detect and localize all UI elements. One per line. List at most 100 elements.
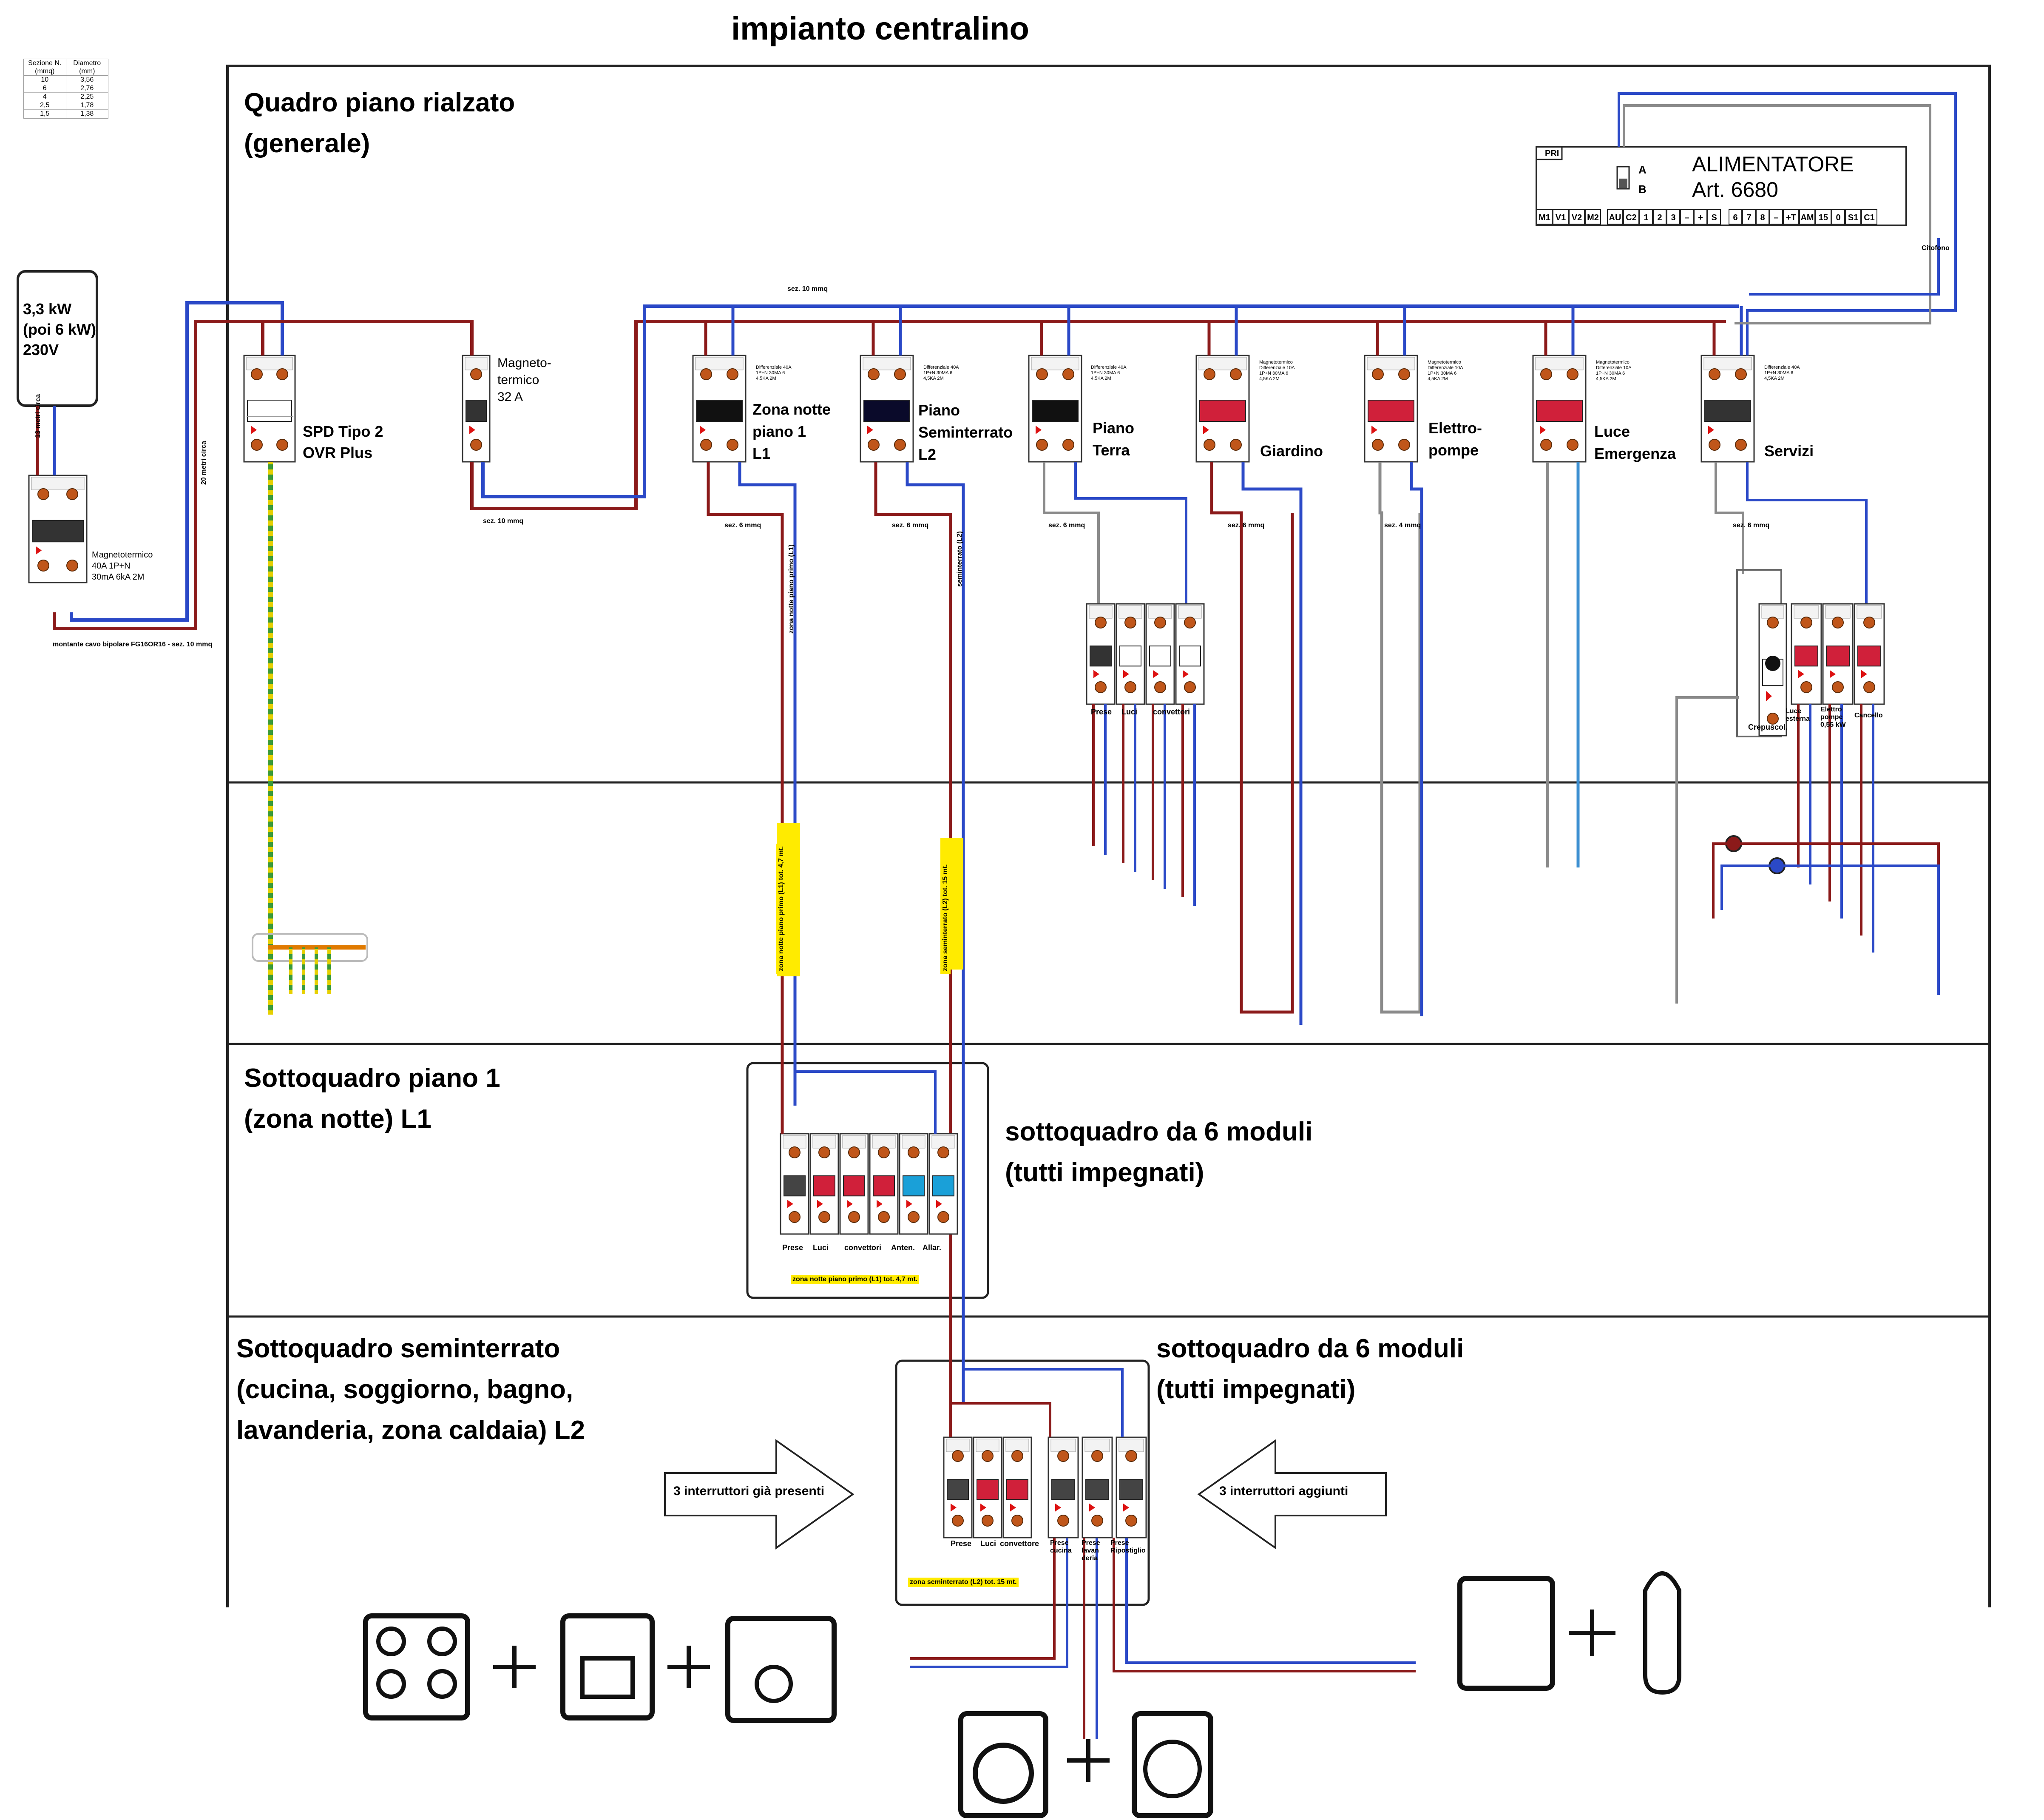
sub1-breaker-1-screw [818,1146,830,1158]
plus-icon-4 [1569,1610,1615,1656]
breaker-giardino-spec: Magnetotermico Differenziale 10A 1P+N 30… [1259,360,1295,381]
servizi-breaker-1-screw [1832,681,1844,693]
breaker-l2-label-1: Piano [918,401,960,419]
earth-tap [302,947,305,994]
sub2-box-subtitle: (tutti impegnati) [1156,1375,1356,1404]
terminal-1: V1 [1553,209,1569,225]
main-breaker-1-top [863,357,911,370]
main-breaker-2-handle [1032,400,1079,422]
main-breaker-5-handle [1536,400,1583,422]
sub2-convettore-label: convettore [1000,1539,1039,1548]
main-breaker-2-arrow [1036,426,1042,434]
main-breaker-5-arrow [1540,426,1546,434]
servizi-luce-label: Luce esterna [1786,708,1810,722]
meter-line-2: (poi 6 kW) [23,321,96,338]
main-breaker-1-screw [894,368,906,380]
sub1-breaker-0-screw [789,1211,801,1223]
sub2-new-breaker-1-handle [1085,1479,1109,1500]
terminal-14: 8 [1756,209,1769,225]
sub2-new-breaker-1-screw [1091,1450,1103,1462]
terra-breaker-2-top [1148,605,1172,619]
out-rip-phase [1113,1538,1416,1672]
breaker-terra-label-1: Piano [1093,419,1135,437]
section-table-cell: 2,25 [80,93,94,100]
servizi-breaker-1-arrow [1830,670,1836,678]
main-breaker-3-screw [1230,368,1242,380]
sub1-breaker-2-screw [848,1211,860,1223]
sub2-new-breaker-0-top [1050,1439,1076,1452]
breaker-l1-spec: Differenziale 40A 1P+N 30MA 6 4,5KA 2M [756,365,791,381]
sub2-prese-cucina-label: Prese cucina [1050,1539,1072,1554]
sub1-allar-label: Allar. [923,1243,942,1252]
magneto-32a-top [465,357,488,370]
tag-l1-vertical: zona notte piano primo (L1) tot. 4,7 mt. [776,843,786,974]
meter-line-3: 230V [23,341,59,358]
terminal-11: S [1707,209,1721,225]
breaker-servizi-spec: Differenziale 40A 1P+N 30MA 6 4,5KA 2M [1764,365,1800,381]
citofono-grey [1675,696,1739,1004]
sub1-convettori-label: convettori [844,1243,882,1252]
main-breaker-1-arrow [867,426,873,434]
col-diametro: Diametro (mm) [73,60,101,75]
main-breaker-2-top [1031,357,1079,370]
sub2-old-breaker-2-screw [1011,1515,1023,1527]
sub1-luci-label: Luci [813,1243,829,1252]
terra-breaker-1-screw [1124,617,1136,628]
washer-drum-icon [973,1743,1034,1804]
burner-icon [427,1669,457,1699]
main-breaker-screw [37,560,49,572]
sez6-l1-note: sez. 6 mmq [724,522,761,529]
arrow-left-label: 3 interruttori già presenti [673,1484,825,1498]
main-breaker-3-screw [1204,368,1215,380]
main-breaker-4-screw [1398,439,1410,451]
terminal-9: – [1680,209,1694,225]
plus-icon-3 [1067,1739,1110,1782]
spd-device-screw [276,439,288,451]
sez10-bottom-note: sez. 10 mmq [483,518,524,525]
meter-line-1: 3,3 kW [23,300,72,318]
servizi-breaker-1-top [1825,605,1851,619]
page-title: impianto centralino [731,11,1029,47]
main-breaker-label-2: 40A 1P+N [92,561,131,571]
sez6-l2-note: sez. 6 mmq [892,522,929,529]
meters-20-note: 20 metri circa [200,441,207,485]
sub1-breaker-2-screw [848,1146,860,1158]
sub1-breaker-1-top [812,1135,836,1149]
breaker-l1-label-2: piano 1 [752,423,806,440]
terminal-2: V2 [1569,209,1585,225]
main-breaker-6-screw [1735,439,1747,451]
wire-layer [17,65,1991,1818]
terra-prese-label: Prese [1091,708,1112,716]
sub2-title: Sottoquadro seminterrato [236,1334,560,1363]
junction-phase-run [1712,842,1940,919]
sub1-prese-label: Prese [782,1243,803,1252]
spd-device-top [246,357,293,370]
giardino-wire [1210,462,1294,1014]
servizi-breaker-2-screw [1863,617,1875,628]
sub1-title: Sottoquadro piano 1 [244,1064,500,1093]
main-breaker-4-top [1367,357,1415,370]
magneto-label-3: 32 A [497,390,523,404]
servizi-neutral [1746,462,1868,604]
crepuscol-device-screw [1767,713,1779,725]
magneto-32a-arrow [469,426,475,434]
servizi-cancello-label: Cancello [1854,712,1883,719]
sub1-breaker-3-screw [878,1211,890,1223]
sez4-note: sez. 4 mmq [1384,522,1421,529]
breaker-l2-label-3: L2 [918,446,937,463]
main-breaker-4-arrow [1371,426,1377,434]
sub1-breaker-0-screw [789,1146,801,1158]
earth-tap [315,947,318,994]
sub2-new-breaker-1-arrow [1089,1503,1095,1512]
out-rip-neutral [1125,1538,1416,1664]
breaker-l2-label-2: Seminterrato [918,424,1013,441]
crepuscol-device-top [1761,605,1784,619]
breaker-pompe-spec: Magnetotermico Differenziale 10A 1P+N 30… [1428,360,1463,381]
sub2-new-breaker-2-screw [1125,1515,1137,1527]
terra-phase [1043,462,1100,604]
magneto-32a-screw [470,368,482,380]
